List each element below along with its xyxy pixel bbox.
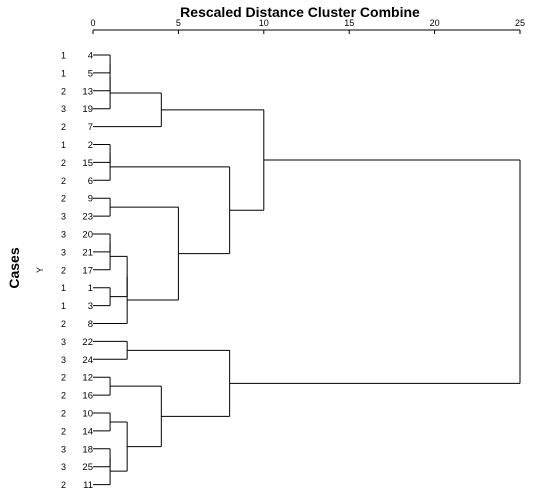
- case-label: 17: [82, 265, 93, 276]
- case-group-label: 3: [61, 337, 66, 347]
- case-label: 5: [88, 68, 93, 79]
- case-label: 15: [82, 158, 93, 169]
- case-group-label: 1: [61, 68, 66, 78]
- case-group-label: 1: [61, 140, 66, 150]
- case-group-label: 1: [61, 301, 66, 311]
- case-label: 22: [82, 337, 93, 348]
- case-label: 18: [82, 444, 93, 455]
- x-tick-label: 5: [176, 18, 181, 28]
- case-label: 21: [82, 247, 93, 258]
- case-label: 16: [82, 391, 93, 402]
- case-group-label: 1: [61, 51, 66, 61]
- y-axis-label: Cases: [6, 247, 22, 288]
- case-label: 12: [82, 373, 93, 384]
- case-group-label: 2: [61, 122, 66, 132]
- case-group-label: 2: [61, 480, 66, 490]
- dendrogram-links: [93, 54, 521, 486]
- x-tick-label: 25: [515, 18, 525, 28]
- case-label: 10: [82, 409, 93, 420]
- case-label: 19: [82, 104, 93, 115]
- case-group-label: 3: [61, 355, 66, 365]
- case-label: 7: [88, 122, 93, 133]
- case-label: 8: [88, 319, 93, 330]
- case-group-label: 3: [61, 212, 66, 222]
- case-group-label: 2: [61, 319, 66, 329]
- x-axis: 0 5 10 15 20 25: [90, 18, 525, 34]
- case-group-label: 2: [61, 426, 66, 436]
- case-group-label: 2: [61, 391, 66, 401]
- group-axis-label: Y: [35, 267, 45, 273]
- case-label: 6: [88, 176, 93, 187]
- case-label: 2: [88, 140, 93, 151]
- case-label: 14: [82, 426, 93, 437]
- x-tick-label: 20: [430, 18, 440, 28]
- case-label: 20: [82, 230, 93, 241]
- case-group-label: 2: [61, 86, 66, 96]
- case-group-label: 3: [61, 230, 66, 240]
- case-group-label: 2: [61, 265, 66, 275]
- case-label: 11: [83, 480, 93, 491]
- case-label: 25: [82, 462, 93, 473]
- chart-title: Rescaled Distance Cluster Combine: [180, 4, 420, 20]
- x-tick-label: 0: [90, 18, 95, 28]
- case-group-label: 2: [61, 409, 66, 419]
- case-group-label: 3: [61, 444, 66, 454]
- case-group-label: 2: [61, 373, 66, 383]
- case-label: 3: [88, 301, 93, 312]
- x-tick-label: 10: [259, 18, 269, 28]
- x-tick-label: 15: [344, 18, 354, 28]
- case-group-label: 3: [61, 247, 66, 257]
- case-label: 4: [88, 51, 93, 62]
- case-label: 9: [88, 194, 93, 205]
- case-group-label: 2: [61, 176, 66, 186]
- case-label: 23: [82, 212, 93, 223]
- case-group-label: 3: [61, 462, 66, 472]
- case-group-label: 3: [61, 104, 66, 114]
- case-label: 24: [82, 355, 93, 366]
- case-group-label: 2: [61, 158, 66, 168]
- case-group-label: 1: [61, 283, 66, 293]
- case-group-label: 2: [61, 194, 66, 204]
- case-label: 13: [82, 86, 93, 97]
- case-label: 1: [88, 283, 93, 294]
